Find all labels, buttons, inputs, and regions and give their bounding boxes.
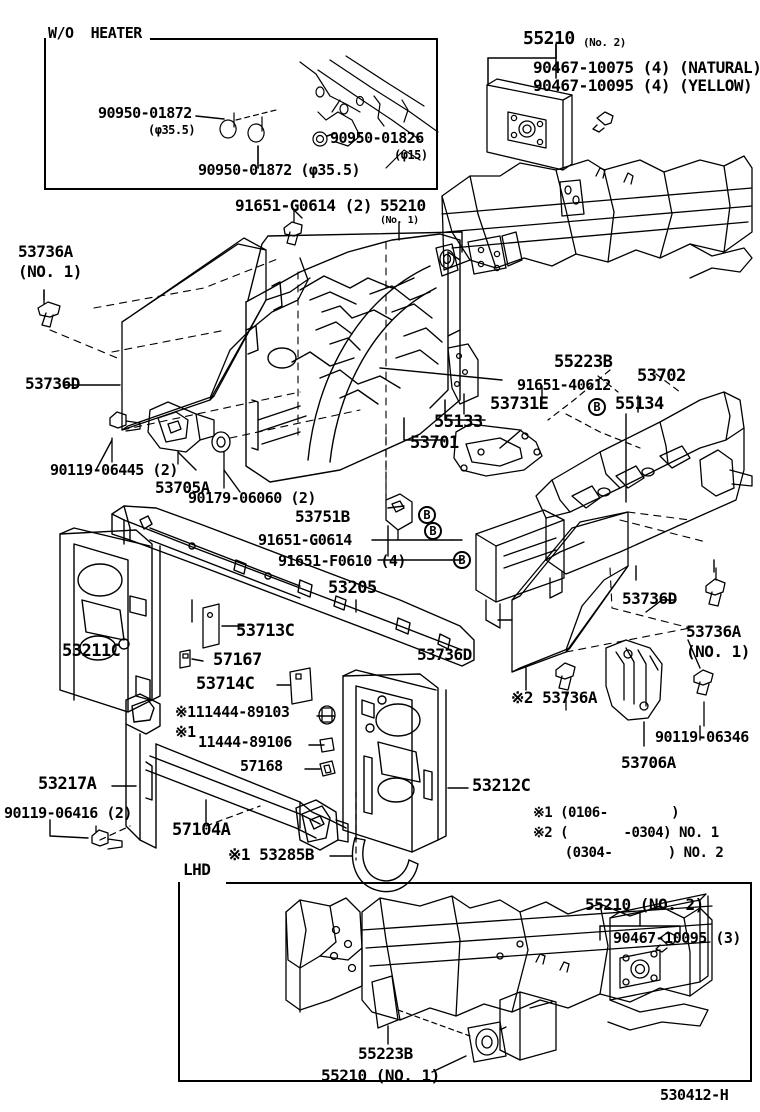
inset-bottom-title-mask: [180, 880, 226, 885]
inset-bottom-label-90467-10095: 90467-10095 (3): [613, 929, 741, 947]
inset-box-bottom: [178, 882, 752, 1082]
label-55210-no2: 55210: [523, 28, 575, 49]
inset-bottom-label-55223b: 55223B: [358, 1044, 413, 1063]
inset-bottom-label-55210-no1: 55210 (NO. 1): [321, 1066, 440, 1085]
label-91651-g0614-2: 91651-G0614 (2): [235, 196, 373, 215]
label-53217a: 53217A: [38, 774, 97, 794]
label-57104a: 57104A: [172, 820, 231, 840]
label-53706a: 53706A: [621, 753, 676, 772]
label-53736a-star2: ※2 53736A: [511, 688, 597, 707]
label-55210-no1: 55210: [380, 196, 426, 215]
inset-bottom-label-55210-no2: 55210 (NO. 2): [585, 895, 704, 914]
circle-marker-b-3: B: [588, 398, 606, 416]
footnote-2: ※2 ( -0304) NO. 1: [533, 825, 719, 841]
label-55210-no1-sub: (No. 1): [380, 215, 419, 226]
label-11444-89103: ※111444-89103: [175, 703, 290, 721]
label-57167: 57167: [213, 650, 262, 670]
inset-box-top: [44, 38, 438, 190]
label-90119-06445: 90119-06445 (2): [50, 461, 178, 479]
label-11444-89106: 11444-89106: [198, 733, 292, 751]
label-53751b: 53751B: [295, 507, 350, 526]
label-53713c: 53713C: [236, 621, 295, 641]
label-53701: 53701: [410, 433, 459, 453]
inset-top-title: W/O HEATER: [48, 24, 142, 42]
footnote-3: (0304- ) NO. 2: [533, 845, 724, 861]
label-53736a-no1-right: 53736A: [686, 622, 741, 641]
circle-marker-b-4: B: [418, 506, 436, 524]
label-53736d-right-top: 53736D: [622, 589, 677, 608]
label-53736d-left: 53736D: [25, 374, 80, 393]
circle-marker-b-1: B: [424, 522, 442, 540]
callout-90950-01826-sub: (φ15): [394, 148, 428, 162]
label-91651-g0614: 91651-G0614: [258, 531, 352, 549]
label-53285b: ※1 53285B: [228, 845, 314, 864]
label-53211c: 53211C: [62, 641, 121, 661]
callout-90950-01826: 90950-01826: [330, 129, 424, 147]
label-90179-06060: 90179-06060 (2): [188, 489, 316, 507]
label-90119-06416: 90119-06416 (2): [4, 804, 132, 822]
inset-top-title-mask: [46, 36, 150, 41]
label-55210-no2-sub: (No. 2): [583, 36, 626, 49]
label-53736d-right-mid: 53736D: [417, 645, 472, 664]
footnote-1: ※1 (0106- ): [533, 805, 680, 821]
callout-90950-01872-a: 90950-01872: [98, 104, 192, 122]
label-90467-10075: 90467-10075 (4) (NATURAL): [533, 58, 760, 77]
label-90119-06346: 90119-06346: [655, 728, 749, 746]
circle-marker-b-2: B: [453, 551, 471, 569]
callout-90950-01872-b: 90950-01872 (φ35.5): [198, 161, 361, 179]
label-91651-f0610: 91651-F0610 (4): [278, 552, 406, 570]
label-55223b: 55223B: [554, 352, 613, 372]
label-53212c: 53212C: [472, 776, 531, 796]
label-53731e: 53731E: [490, 394, 549, 414]
label-55133: 55133: [434, 412, 483, 432]
label-53705a: 53705A: [155, 478, 210, 497]
label-90467-10095: 90467-10095 (4) (YELLOW): [533, 76, 753, 95]
label-53736a-no1-left: 53736A: [18, 242, 73, 261]
label-53736a-no1-right-sub: (NO. 1): [686, 642, 750, 661]
label-lhd: LHD: [183, 860, 211, 879]
label-53714c: 53714C: [196, 674, 255, 694]
label-55134: 55134: [615, 394, 664, 414]
callout-90950-01872-a-sub: (φ35.5): [148, 123, 196, 137]
label-53702: 53702: [637, 366, 686, 386]
diagram-id: 530412-H: [660, 1086, 729, 1104]
label-11444-89106-star: ※1: [175, 723, 196, 741]
label-53736a-no1-left-sub: (NO. 1): [18, 262, 82, 281]
label-91651-40612: 91651-40612: [517, 376, 611, 394]
label-53205: 53205: [328, 578, 377, 598]
label-57168: 57168: [240, 757, 283, 775]
